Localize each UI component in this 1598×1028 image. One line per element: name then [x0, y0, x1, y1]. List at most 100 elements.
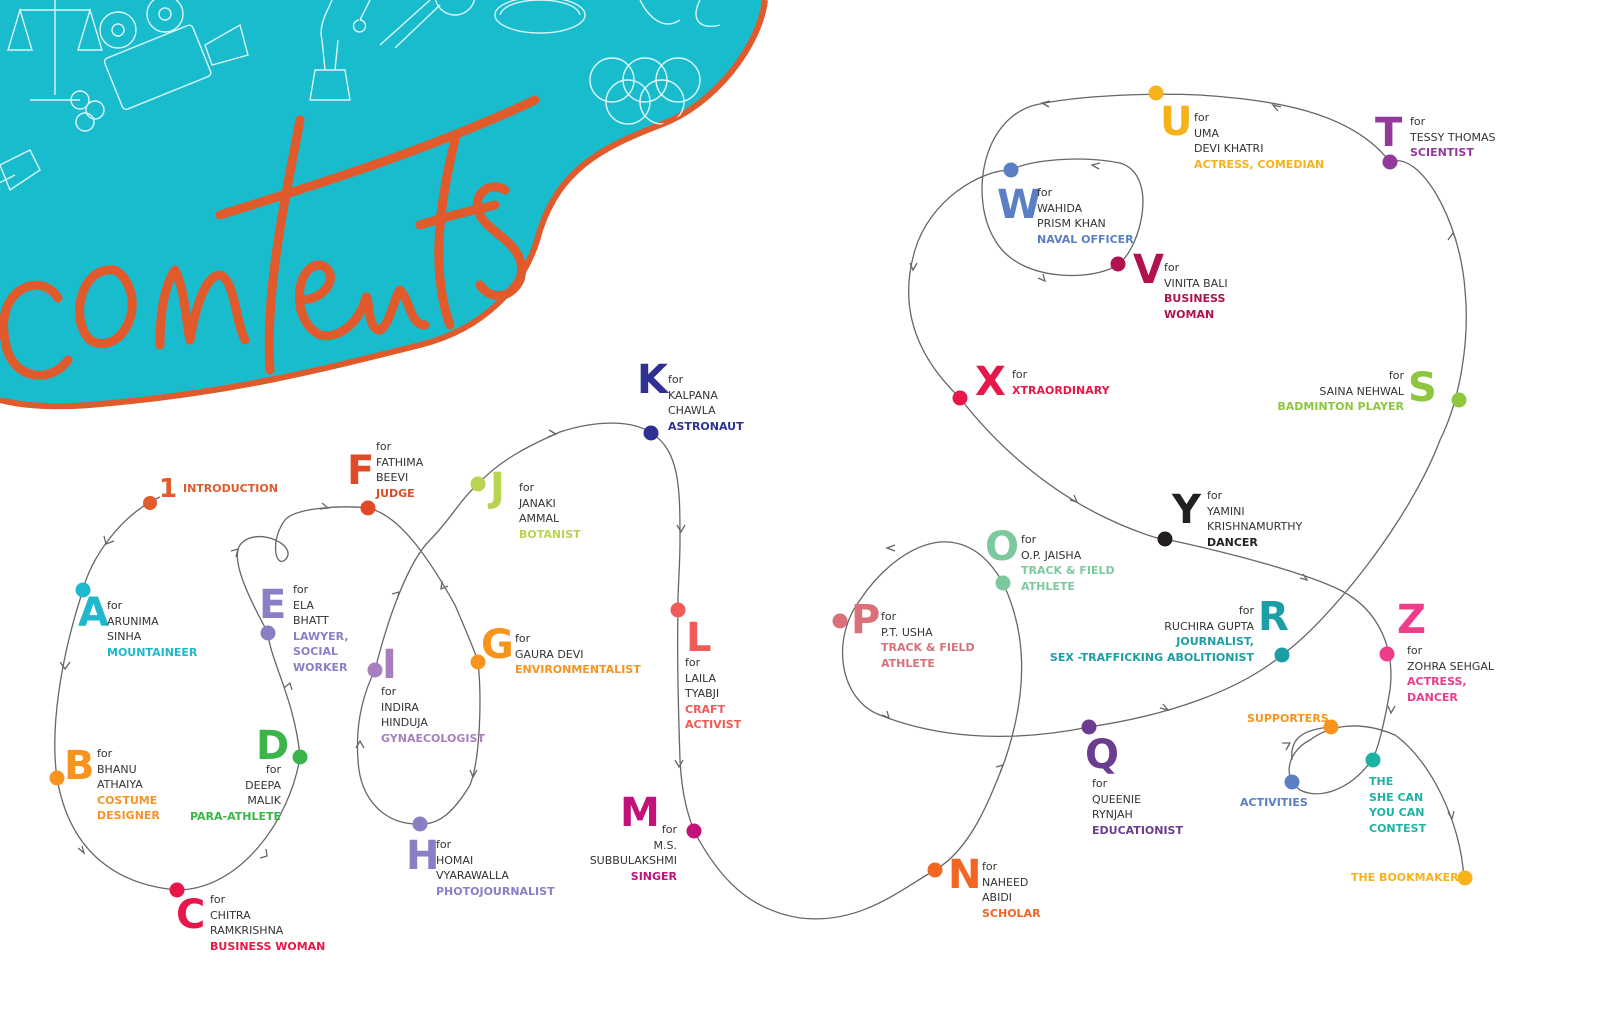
entry-role: PHOTOJOURNALIST	[436, 884, 555, 898]
station-dot-h[interactable]	[412, 816, 428, 832]
entry-letter-b[interactable]: B	[64, 743, 95, 789]
contest-link[interactable]: THE SHE CAN YOU CAN CONTEST	[1369, 775, 1427, 835]
station-dot-z[interactable]	[1379, 646, 1395, 662]
entry-letter-s[interactable]: S	[1408, 365, 1437, 411]
supporters-link[interactable]: SUPPORTERS	[1247, 712, 1329, 725]
entry-letter-j[interactable]: J	[490, 465, 505, 511]
station-dot-b[interactable]	[49, 770, 65, 786]
station-dot-y[interactable]	[1157, 531, 1173, 547]
entry-role: ACTIVIST	[685, 718, 742, 731]
bookmakers-link[interactable]: THE BOOKMAKERS	[1351, 871, 1467, 884]
station-dot-g[interactable]	[470, 654, 486, 670]
entry-role: SCIENTIST	[1410, 146, 1474, 159]
station-dot-k[interactable]	[643, 425, 659, 441]
entry-role: SCHOLAR	[982, 906, 1041, 920]
entry-letter-a[interactable]: A	[78, 590, 109, 636]
entry-letter-u[interactable]: U	[1160, 99, 1193, 145]
station-dot-t[interactable]	[1382, 154, 1398, 170]
entry-letter-e[interactable]: E	[259, 582, 287, 628]
entry-letter-l[interactable]: L	[686, 615, 712, 661]
entry-letter-t[interactable]: T	[1375, 110, 1403, 156]
intro-link[interactable]: INTRODUCTION	[183, 482, 278, 495]
entry-letter-v[interactable]: V	[1133, 247, 1164, 293]
station-dot-d[interactable]	[292, 749, 308, 765]
station-dot-j[interactable]	[470, 476, 486, 492]
entry-letter-r[interactable]: R	[1258, 594, 1289, 640]
station-dots	[49, 85, 1473, 898]
entry-for-label: for	[661, 823, 677, 836]
entry-letter-z[interactable]: Z	[1397, 597, 1427, 643]
entry-letter-o[interactable]: O	[985, 524, 1020, 570]
entry-letter-h[interactable]: H	[406, 833, 440, 879]
entry-person-name: BEEVI	[376, 471, 409, 484]
entry-letter-q[interactable]: Q	[1085, 732, 1120, 778]
entry-letter-w[interactable]: W	[997, 182, 1042, 228]
entry-role: TRACK & FIELD	[881, 641, 975, 654]
station-dot-u[interactable]	[1148, 85, 1164, 101]
activities-link[interactable]: ACTIVITIES	[1240, 796, 1308, 809]
entry-person-name: VINITA BALI	[1164, 276, 1228, 290]
station-dot-s[interactable]	[1451, 392, 1467, 408]
station-dot-bookmakers[interactable]	[1457, 870, 1473, 886]
entry-letter-y[interactable]: Y	[1172, 487, 1201, 533]
station-dot-w[interactable]	[1003, 162, 1019, 178]
entry-role: NAVAL OFFICER	[1037, 232, 1134, 246]
station-dot-n[interactable]	[927, 862, 943, 878]
entry-person-name: RUCHIRA GUPTA	[1164, 619, 1254, 633]
entry-for-label: for	[107, 599, 123, 612]
station-dot-l[interactable]	[670, 602, 686, 618]
entry-letter-x[interactable]: X	[975, 359, 1006, 405]
entry-letter-c[interactable]: C	[176, 892, 206, 938]
station-dot-m[interactable]	[686, 823, 702, 839]
station-dot-a[interactable]	[75, 582, 91, 598]
station-dot-v[interactable]	[1110, 256, 1126, 272]
entry-letter-f[interactable]: F	[347, 448, 375, 494]
station-dot-intro[interactable]	[143, 496, 157, 510]
station-dot-activities[interactable]	[1284, 774, 1300, 790]
station-dot-o[interactable]	[995, 575, 1011, 591]
station-dot-contest[interactable]	[1365, 752, 1381, 768]
entry-letter-d[interactable]: D	[256, 723, 290, 769]
entry-letter-p[interactable]: P	[851, 597, 881, 643]
entry-letter-n[interactable]: N	[948, 852, 982, 898]
entry-letter-m[interactable]: M	[620, 790, 660, 836]
entry-letter-i[interactable]: I	[382, 642, 397, 688]
station-dot-e[interactable]	[260, 625, 276, 641]
station-dot-p[interactable]	[832, 613, 848, 629]
station-dot-f[interactable]	[360, 500, 376, 516]
entry-letter-k[interactable]: K	[637, 357, 668, 403]
station-dot-r[interactable]	[1274, 647, 1290, 663]
station-dot-supporters[interactable]	[1323, 719, 1339, 735]
station-dot-c[interactable]	[169, 882, 185, 898]
station-dot-x[interactable]	[952, 390, 968, 406]
station-dot-i[interactable]	[367, 662, 383, 678]
station-dot-q[interactable]	[1081, 719, 1097, 735]
entry-letter-g[interactable]: G	[481, 622, 514, 668]
